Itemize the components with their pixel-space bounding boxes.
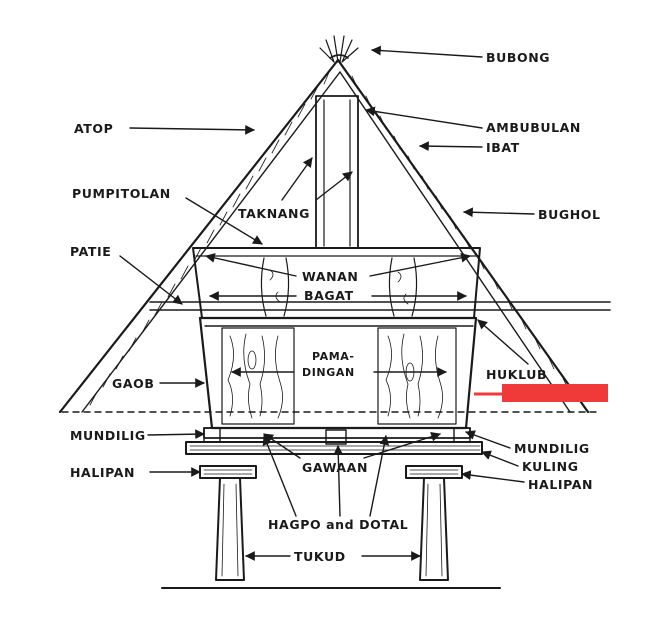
label-wanan: WANAN (302, 269, 359, 284)
label-atop: ATOP (74, 121, 113, 136)
label-bughol: BUGHOL (538, 207, 601, 222)
label-pamadingan-1: PAMA- (312, 350, 355, 363)
label-bagat: BAGAT (304, 288, 354, 303)
redaction-bar (502, 384, 608, 402)
label-mundilig-right: MUNDILIG (514, 441, 590, 456)
label-ambubulan: AMBUBULAN (486, 120, 581, 135)
label-pamadingan-2: DINGAN (302, 366, 355, 379)
label-kuling: KULING (522, 459, 579, 474)
label-huklub: HUKLUB (486, 367, 547, 382)
label-gaob: GAOB (112, 376, 155, 391)
label-ibat: IBAT (486, 140, 520, 155)
label-mundilig-left: MUNDILIG (70, 428, 146, 443)
roof-thatch (58, 35, 590, 414)
label-halipan-right: HALIPAN (528, 477, 593, 492)
leader-arrows (119, 45, 535, 561)
patie-beam (149, 301, 611, 311)
label-pumpitolan: PUMPITOLAN (72, 186, 171, 201)
label-bubong: BUBONG (486, 50, 550, 65)
label-tukud: TUKUD (294, 549, 346, 564)
label-gawaan: GAWAAN (302, 460, 368, 475)
tukud-posts (161, 477, 501, 589)
label-patie: PATIE (70, 244, 111, 259)
label-halipan-left: HALIPAN (70, 465, 135, 480)
label-taknang: TAKNANG (238, 206, 310, 221)
label-hagpo-dotal: HAGPO and DOTAL (268, 517, 408, 532)
